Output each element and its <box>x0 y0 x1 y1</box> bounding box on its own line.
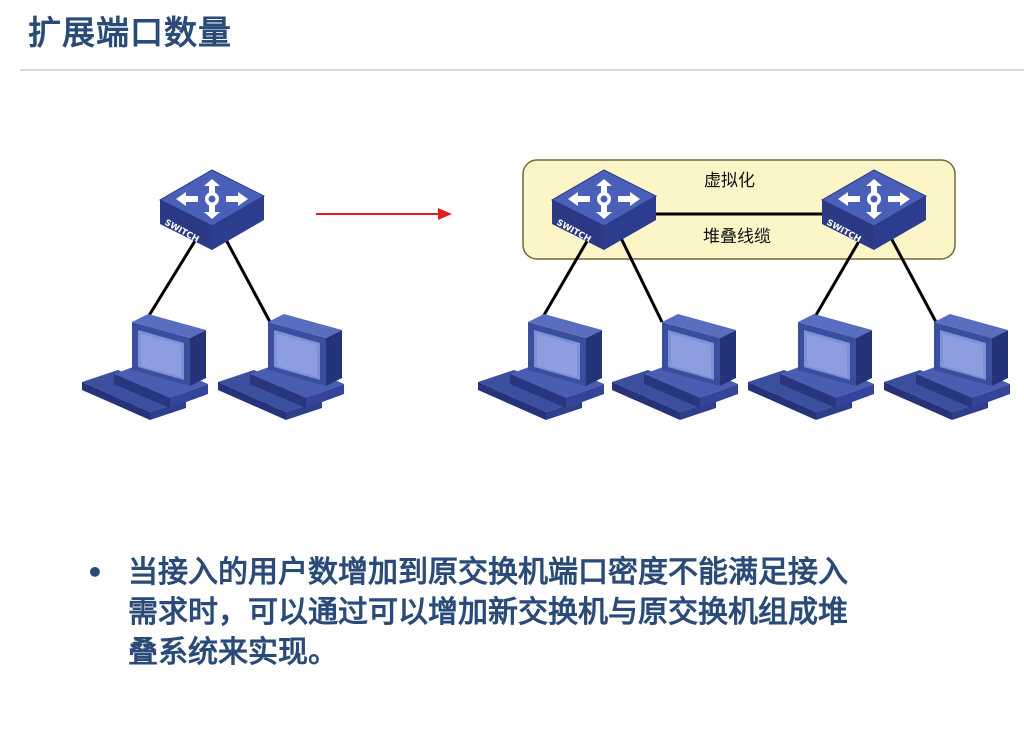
virtualization-label: 虚拟化 <box>704 171 755 191</box>
pc-icon <box>612 314 738 420</box>
stack-cable-label: 堆叠线缆 <box>703 227 771 247</box>
pc-icon <box>884 314 1010 420</box>
title-divider <box>20 69 1024 71</box>
bullet-marker: • <box>86 556 104 589</box>
pc-icon <box>82 314 208 420</box>
link-line <box>222 235 272 323</box>
link-line <box>888 235 938 323</box>
pc-icon <box>478 314 604 420</box>
link-line <box>618 235 664 323</box>
link-line <box>538 235 592 323</box>
pc-icon <box>748 314 874 420</box>
link-line <box>143 235 200 323</box>
bullet-text: 当接入的用户数增加到原交换机端口密度不能满足接入 需求时，可以通过可以增加新交换… <box>128 555 848 670</box>
switch-icon: SWITCH <box>159 169 265 251</box>
link-line <box>810 235 864 323</box>
page-title: 扩展端口数量 <box>28 13 232 52</box>
pc-icon <box>218 314 344 420</box>
arrow-icon <box>316 208 452 220</box>
